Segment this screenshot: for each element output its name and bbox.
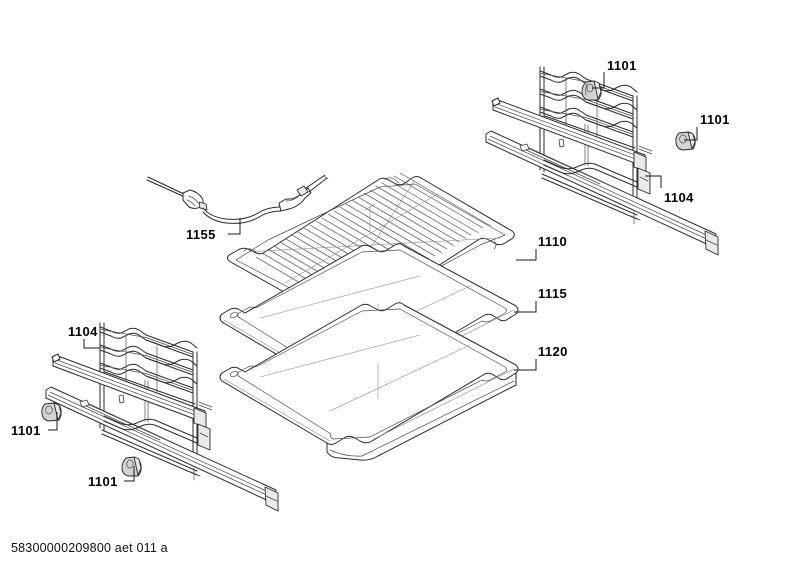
callout-label-1155: 1155 [186,227,216,242]
rail-level-top [540,71,633,101]
leader-1120 [514,359,537,371]
callout-label-1115: 1115 [538,286,568,301]
core-temperature-probe [147,175,329,223]
fixing-clip-icon-2 [675,131,696,151]
telescopic-rail-upper-front [485,130,719,256]
callout-label-1110: 1110 [538,234,568,249]
leader-1115 [514,301,537,313]
leader-1104-b [83,339,100,349]
callout-label-1101-b: 1101 [700,112,730,127]
callout-label-1120: 1120 [538,344,568,359]
fixing-clip-icon-1 [581,80,602,101]
fixing-clip-icon-3 [41,402,62,422]
leader-1101-a [592,72,605,89]
callout-label-1101-d: 1101 [88,474,118,489]
telescopic-rail-lower-back [51,353,207,429]
baking-tray-lower [219,302,519,460]
rail-level-top-left [100,327,193,357]
drawing-code-footer: 58300000209800 aet 011 a [11,541,168,555]
callout-leader-lines [48,72,698,482]
rail-level-lower-left [100,363,193,393]
rail-assembly-lower-left [45,323,279,512]
telescopic-rail-lower-front [45,386,279,512]
telescopic-rail-upper-back [491,97,647,173]
leader-1155 [228,218,241,235]
callout-label-1101-c: 1101 [11,423,41,438]
leader-1101-b [684,127,698,141]
rail-level-lower [540,107,633,137]
fixing-clip-icon-4 [121,456,142,477]
rail-level-middle-left [100,345,193,375]
leader-1110 [516,249,537,261]
callout-label-1101-a: 1101 [607,58,637,73]
leader-1101-c [48,412,58,431]
leader-1101-d [124,466,135,482]
callout-label-1104-b: 1104 [68,324,98,339]
leader-1104-a [645,175,662,188]
rail-assembly-upper-right [485,67,719,256]
callout-label-1104-a: 1104 [664,190,694,205]
